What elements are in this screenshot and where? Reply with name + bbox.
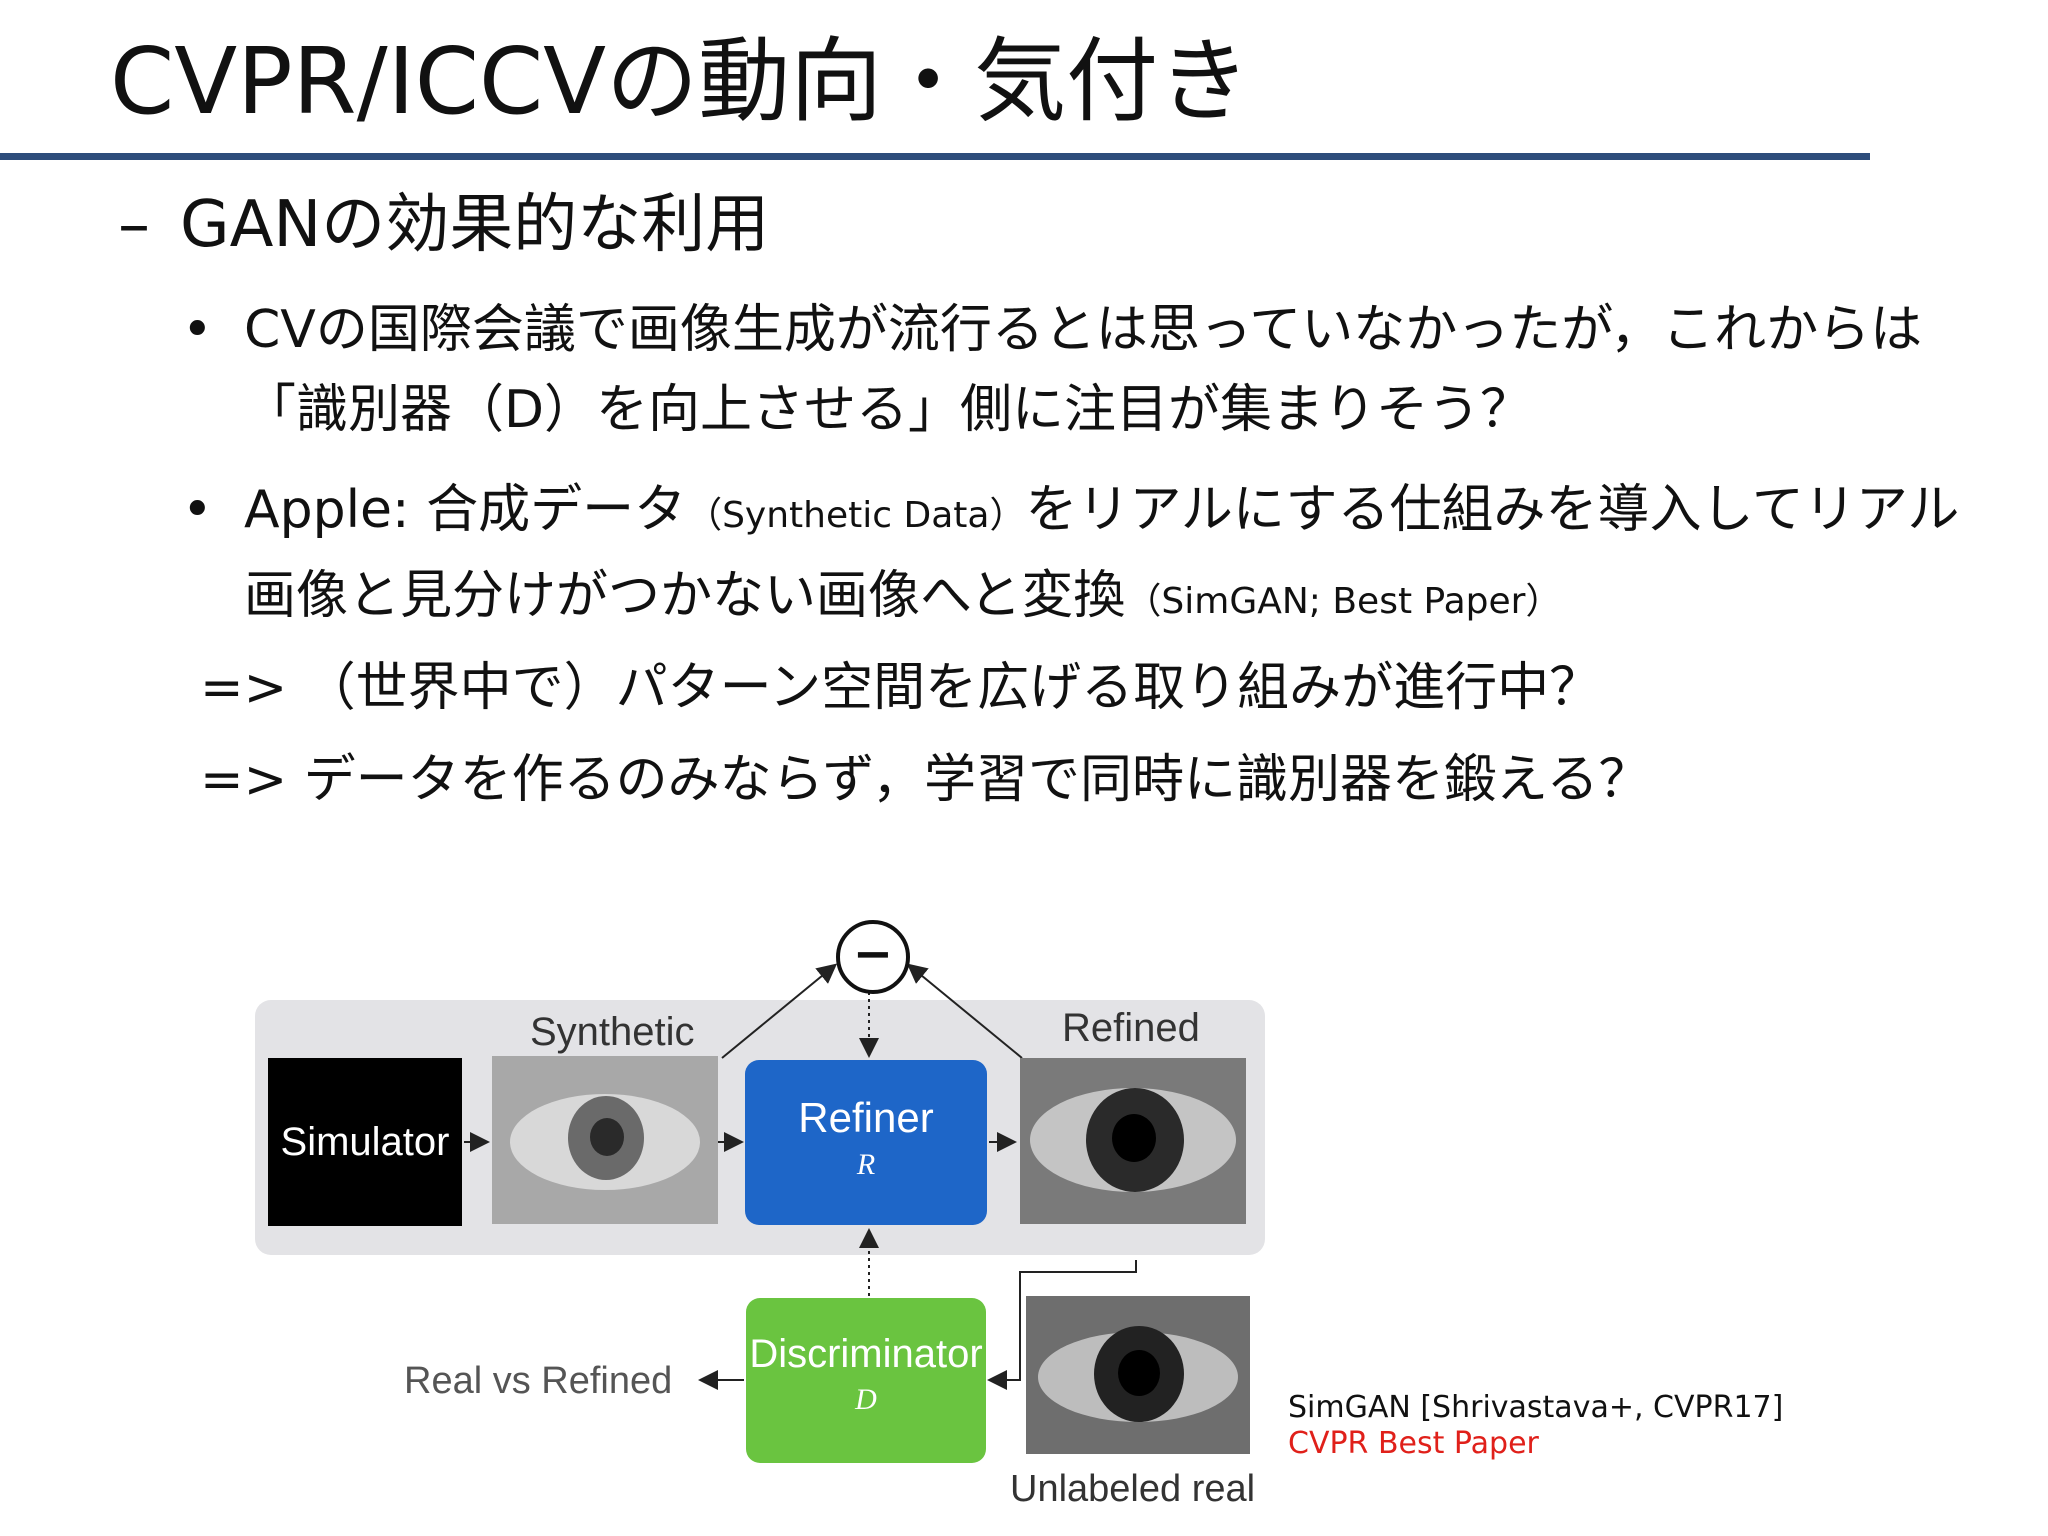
refiner-label: Refiner [798, 1094, 934, 1141]
implication-line-2: => データを作るのみならず，学習で同時に識別器を鍛える？ [200, 750, 1651, 810]
subheading: –GANの効果的な利用 [118, 180, 769, 270]
caption-citation: SimGAN [Shrivastava+, CVPR17] [1288, 1390, 1784, 1425]
refined-label: Refined [1062, 1006, 1200, 1050]
refiner-box: Refiner R [745, 1060, 987, 1225]
slide-title: CVPR/ICCVの動向・気付き [110, 28, 1251, 135]
synthetic-label: Synthetic [530, 1010, 695, 1054]
difference-node: − [836, 920, 910, 994]
unlabeled-real-label: Unlabeled real [1010, 1468, 1256, 1510]
simulator-box: Simulator [268, 1058, 462, 1226]
bullet-text-1: CVの国際会議で画像生成が流行るとは思っていなかったが，これからは「識別器（D）… [244, 300, 1923, 440]
subheading-text: GANの効果的な利用 [180, 188, 770, 262]
dash-marker: – [118, 188, 150, 262]
bullet-2-note: （Synthetic Data） [686, 495, 1026, 536]
simgan-diagram: − Synthetic Refined Simulator Refiner R … [250, 900, 1330, 1520]
discriminator-symbol: D [855, 1383, 877, 1416]
figure-caption: SimGAN [Shrivastava+, CVPR17] CVPR Best … [1288, 1390, 1783, 1462]
discriminator-label: Discriminator [749, 1332, 983, 1376]
title-underline [0, 153, 1870, 160]
bullet-dot: • [182, 300, 213, 360]
bullet-dot: • [182, 480, 213, 540]
real-vs-refined-label: Real vs Refined [404, 1360, 673, 1402]
bullet-2-body: をリアルにする仕組みを導入してリアル画像と見分けがつかない画像へと変換 [244, 480, 1960, 626]
bullet-item-2: • Apple: 合成データ（Synthetic Data）をリアルにする仕組み… [182, 470, 1982, 640]
bullet-text-2: Apple: 合成データ（Synthetic Data）をリアルにする仕組みを導… [244, 470, 2004, 642]
refined-eye-image [1020, 1058, 1246, 1224]
refiner-symbol: R [856, 1148, 876, 1181]
implication-line-1: => （世界中で）パターン空間を広げる取り組みが進行中？ [200, 658, 1602, 718]
synthetic-eye-image [492, 1056, 718, 1224]
caption-award: CVPR Best Paper [1288, 1426, 1539, 1461]
diagram-connectors [464, 963, 1137, 1390]
bullet-2-ref: （SimGAN; Best Paper） [1125, 581, 1562, 622]
bullet-2-lead: Apple: 合成データ [244, 480, 687, 540]
unlabeled-real-eye-image [1026, 1296, 1250, 1454]
discriminator-box: Discriminator D [746, 1298, 986, 1463]
bullet-item-1: • CVの国際会議で画像生成が流行るとは思っていなかったが，これからは「識別器（… [182, 290, 1982, 460]
